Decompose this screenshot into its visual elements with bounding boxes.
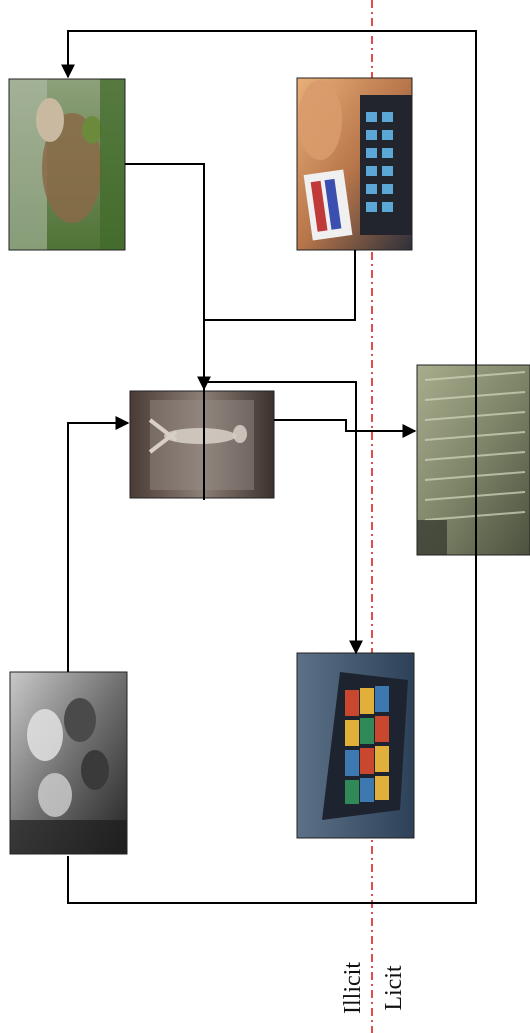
licit-zone-label: Licit [381,965,407,1011]
ship-to-center-arrow [203,381,363,655]
central-figure-photo [129,390,275,499]
card-terminal-photo [296,77,413,251]
farmer-to-center-arrow [125,163,211,391]
container-ship-photo [296,652,415,839]
illicit-zone-label: Illicit [340,962,366,1014]
bw-group-photo [9,671,128,855]
cash-stacks-photo [416,364,530,556]
group-to-center-arrow [67,416,130,672]
card-to-center-connector [204,250,356,321]
center-to-cash-arrow [274,419,417,438]
farmer-photo [8,78,126,251]
